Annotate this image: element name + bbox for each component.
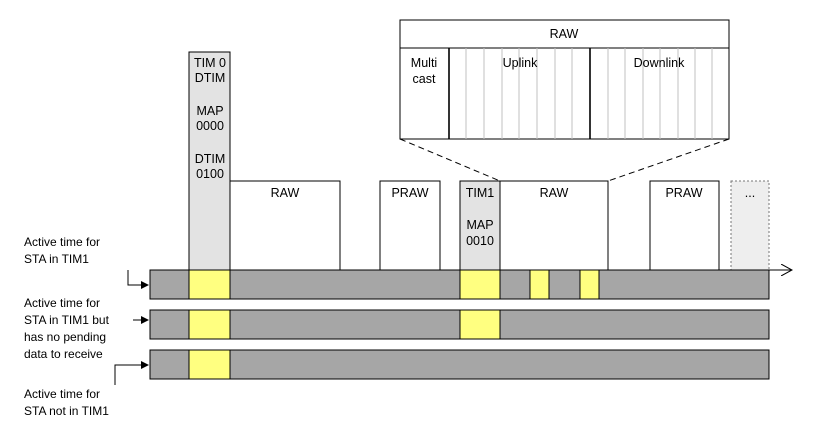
praw-block-2: PRAW: [649, 180, 720, 271]
svg-text:TIM 0: TIM 0: [194, 56, 226, 70]
svg-text:STA in TIM1 but: STA in TIM1 but: [24, 313, 110, 327]
raw-block-1: RAW: [229, 180, 341, 271]
uplink-label: Uplink: [503, 56, 538, 70]
svg-text:0010: 0010: [466, 234, 494, 248]
svg-text:MAP: MAP: [466, 218, 493, 232]
svg-text:MAP: MAP: [196, 104, 223, 118]
svg-text:DTIM: DTIM: [195, 152, 226, 166]
svg-text:Active time for: Active time for: [24, 296, 100, 310]
continuation-block: ...: [730, 180, 770, 271]
active-slot: [188, 269, 231, 300]
svg-text:0100: 0100: [196, 167, 224, 181]
svg-text:TIM1: TIM1: [466, 186, 495, 200]
row-label-1: Active time for STA in TIM1: [24, 235, 149, 289]
svg-text:0000: 0000: [196, 119, 224, 133]
svg-text:Active time for: Active time for: [24, 387, 100, 401]
active-slot: [529, 269, 550, 300]
svg-text:...: ...: [745, 186, 755, 200]
active-slot: [188, 349, 231, 380]
svg-text:RAW: RAW: [271, 186, 300, 200]
beacon-tim1: TIM1 MAP 0010: [459, 180, 501, 271]
svg-text:PRAW: PRAW: [665, 186, 702, 200]
raw-detail-title: RAW: [550, 27, 579, 41]
svg-text:DTIM: DTIM: [195, 71, 226, 85]
active-slot: [188, 309, 231, 340]
svg-text:data to receive: data to receive: [24, 347, 103, 361]
expansion-guide-left: [399, 138, 501, 182]
row-label-3: Active time for STA not in TIM1: [24, 361, 149, 418]
uplink-slots: [465, 48, 573, 139]
multicast-label-2: cast: [413, 72, 436, 86]
svg-text:Active time for: Active time for: [24, 235, 100, 249]
downlink-slots: [607, 48, 713, 139]
praw-block-1: PRAW: [379, 180, 441, 271]
raw-block-2: RAW: [499, 180, 609, 271]
downlink-label: Downlink: [634, 56, 685, 70]
svg-text:STA not in TIM1: STA not in TIM1: [24, 404, 109, 418]
svg-text:PRAW: PRAW: [391, 186, 428, 200]
active-slot: [579, 269, 600, 300]
timeline-row-2: [149, 309, 770, 340]
expansion-guide-right: [607, 138, 730, 182]
svg-text:STA in TIM1: STA in TIM1: [24, 252, 89, 266]
svg-text:has no pending: has no pending: [24, 330, 106, 344]
active-slot: [459, 269, 501, 300]
beacon-tim0: TIM 0 DTIM MAP 0000 DTIM 0100: [188, 51, 231, 271]
multicast-label-1: Multi: [411, 56, 437, 70]
timeline-row-3: [149, 349, 770, 380]
timeline-row-1: [149, 269, 792, 300]
svg-text:RAW: RAW: [540, 186, 569, 200]
row-label-2: Active time for STA in TIM1 but has no p…: [24, 296, 149, 361]
raw-detail-box: RAW Multi cast Uplink Downlink: [399, 19, 730, 140]
active-slot: [459, 309, 501, 340]
